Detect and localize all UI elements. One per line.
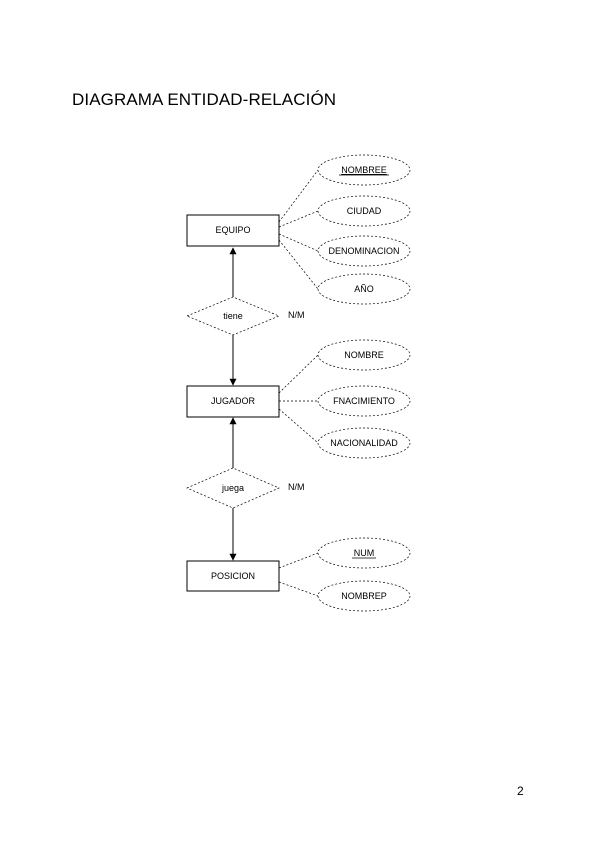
attribute-denominacion — [317, 235, 411, 267]
relationship-tiene-label: tiene — [223, 311, 243, 321]
attribute-nombre-label: NOMBRE — [344, 350, 384, 360]
attribute-ciudad-label: CIUDAD — [347, 206, 382, 216]
entity-posicion: POSICION — [186, 560, 280, 592]
entity-jugador: JUGADOR — [186, 385, 280, 418]
page-number: 2 — [517, 784, 524, 798]
attribute-anio-label: AÑO — [354, 284, 374, 294]
attribute-nacionalidad — [317, 427, 411, 459]
cardinality-tiene: N/M — [288, 310, 305, 320]
cardinality-juega: N/M — [288, 482, 305, 492]
attribute-fnacimiento-label: FNACIMIENTO — [333, 396, 395, 406]
entity-posicion-label: POSICION — [211, 571, 255, 581]
entity-equipo: EQUIPO — [186, 214, 280, 247]
link-posicion-num — [278, 552, 319, 569]
attribute-fnacimiento — [317, 385, 411, 417]
link-equipo-denominacion — [278, 233, 319, 252]
link-jugador-nacionalidad — [278, 408, 319, 444]
entity-equipo-label: EQUIPO — [215, 225, 250, 235]
attribute-anio — [317, 273, 411, 305]
relationship-juega: juega — [186, 467, 280, 509]
attribute-nombrep — [317, 580, 411, 612]
relationship-juega-label: juega — [221, 483, 244, 493]
attribute-ciudad — [317, 195, 411, 227]
entity-jugador-label: JUGADOR — [211, 396, 256, 406]
link-jugador-nombre — [278, 354, 319, 394]
attribute-nombre — [317, 339, 411, 371]
attribute-nacionalidad-label: NACIONALIDAD — [330, 438, 398, 448]
attribute-num — [317, 537, 411, 569]
attribute-nombrep-label: NOMBREP — [341, 591, 387, 601]
link-equipo-anio — [278, 239, 319, 290]
link-posicion-nombrep — [278, 581, 319, 597]
link-equipo-ciudad — [278, 210, 319, 228]
page-title: DIAGRAMA ENTIDAD-RELACIÓN — [72, 90, 337, 109]
attribute-denominacion-label: DENOMINACION — [328, 246, 399, 256]
link-equipo-nombree — [278, 169, 319, 223]
attribute-nombree-label: NOMBREE — [341, 165, 387, 175]
attribute-nombree — [317, 154, 411, 186]
relationship-tiene: tiene — [186, 296, 280, 336]
attribute-num-label: NUM — [354, 548, 375, 558]
